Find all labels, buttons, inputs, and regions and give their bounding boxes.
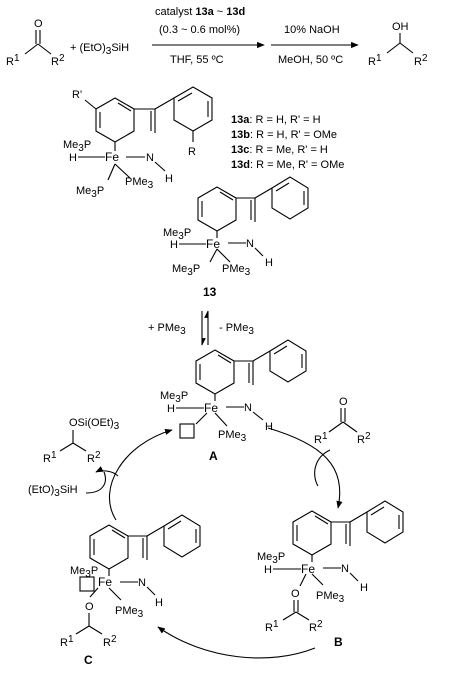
b-fe: Fe: [301, 562, 315, 576]
b-nh: H: [360, 582, 368, 594]
catalyst-variant-list: 13a: R = H, R' = H 13b: R = H, R' = OMe …: [231, 114, 344, 171]
complex13-n: N: [246, 238, 254, 250]
b-hydride: H: [264, 564, 272, 576]
a-pme3: PMe3: [218, 429, 247, 444]
cycle-ketone-o: O: [339, 396, 348, 408]
alcohol-oh: OH: [392, 21, 409, 33]
step2-base: 10% NaOH: [284, 24, 340, 36]
me3p-ligand-top: Me3P: [63, 139, 91, 154]
b-n: N: [341, 563, 349, 575]
a-hydride: H: [167, 403, 175, 415]
b-pme3: PMe3: [316, 590, 345, 605]
complex13-nh: H: [265, 257, 273, 269]
complex-13-label: 13: [203, 285, 217, 299]
a-n: N: [244, 402, 252, 414]
variant-13d: 13d: R = Me, R' = OMe: [231, 159, 344, 171]
label-c: C: [84, 653, 93, 667]
c-nh: H: [155, 597, 163, 609]
add-pme3-label: + PMe3: [148, 322, 186, 337]
top-reaction: O R1 R2 + (EtO)3SiH catalyst 13a ~ 13d (…: [6, 6, 428, 68]
silyl-ether-osi: OSi(OEt)3: [69, 417, 120, 432]
intermediate-a: Me3P H Fe N H PMe3 A: [160, 339, 307, 463]
b-me3p: Me3P: [257, 551, 285, 566]
c-r2: R2: [103, 634, 117, 649]
alcohol-r1: R1: [368, 53, 382, 68]
ketone-oxygen: O: [34, 18, 43, 30]
pme3-ligand: PMe3: [125, 176, 154, 191]
c-fe: Fe: [98, 575, 112, 589]
ketone-reactant: O R1 R2: [6, 18, 65, 68]
step2-solvent-temp: MeOH, 50 ºC: [278, 54, 343, 66]
alcohol-product: OH R1 R2: [368, 21, 428, 68]
a-me3p: Me3P: [160, 390, 188, 405]
a-fe: Fe: [204, 401, 218, 415]
remove-pme3-label: - PMe3: [219, 322, 254, 337]
cycle-silane: (EtO)3SiH: [28, 484, 78, 499]
silyl-ether-r1: R1: [43, 450, 57, 465]
c-alkoxide-o: O: [85, 601, 94, 613]
ketone-r1: R1: [6, 53, 20, 68]
step1-catalyst: catalyst 13a ~ 13d: [155, 6, 245, 18]
catalytic-cycle-arrows: [85, 427, 343, 659]
hydride-h: H: [69, 152, 77, 164]
cycle-ketone-substrate: O R1 R2: [314, 396, 371, 446]
label-b: B: [334, 635, 343, 649]
fe-center: Fe: [105, 150, 119, 164]
complex13-fe: Fe: [206, 237, 220, 251]
b-ketone-r1: R1: [265, 619, 279, 634]
complex13-me3p-bottom: Me3P: [172, 263, 200, 278]
cycle-ketone-r1: R1: [314, 431, 328, 446]
c-pme3: PMe3: [115, 605, 144, 620]
variant-13b: 13b: R = H, R' = OMe: [231, 129, 337, 141]
catalyst-13a-d-structure: R' R Me3P H Fe N PMe3 H Me3P: [63, 86, 213, 200]
complex13-pme3: PMe3: [222, 263, 251, 278]
c-r1: R1: [60, 634, 74, 649]
cycle-ketone-r2: R2: [357, 431, 371, 446]
nh-hydrogen: H: [165, 173, 173, 185]
intermediate-b: Me3P H Fe N H PMe3 O R1 R2 B: [257, 500, 404, 649]
a-nh: H: [265, 421, 273, 433]
r-label: R: [188, 146, 196, 158]
imine-n: N: [146, 152, 154, 164]
step1-solvent-temp: THF, 55 ºC: [170, 54, 224, 66]
b-ketone-o: O: [291, 588, 300, 600]
variant-13c: 13c: R = Me, R' = H: [231, 144, 328, 156]
intermediate-c: Me3P Fe N H PMe3 O R1 R2 C: [60, 514, 201, 667]
silane-reagent: + (EtO)3SiH: [70, 42, 129, 57]
complex13-hydride: H: [170, 239, 178, 251]
ligand-dissociation-equilibrium: + PMe3 - PMe3: [148, 310, 254, 346]
alcohol-r2: R2: [414, 53, 428, 68]
complex13-me3p-top: Me3P: [163, 227, 191, 242]
me3p-ligand-bottom: Me3P: [76, 185, 104, 200]
c-n: N: [138, 577, 146, 589]
ketone-r2: R2: [51, 53, 65, 68]
variant-13a: 13a: R = H, R' = H: [231, 114, 321, 126]
b-ketone-r2: R2: [309, 619, 323, 634]
r-prime-label: R': [72, 89, 82, 101]
label-a: A: [209, 449, 218, 463]
step1-loading: (0.3 ~ 0.6 mol%): [159, 24, 240, 36]
silyl-ether-r2: R2: [87, 450, 101, 465]
complex-13-structure: Me3P H Fe N H PMe3 Me3P 13: [163, 176, 309, 299]
silyl-ether-product: OSi(OEt)3 R1 R2: [43, 417, 120, 465]
c-me3p: Me3P: [70, 565, 98, 580]
